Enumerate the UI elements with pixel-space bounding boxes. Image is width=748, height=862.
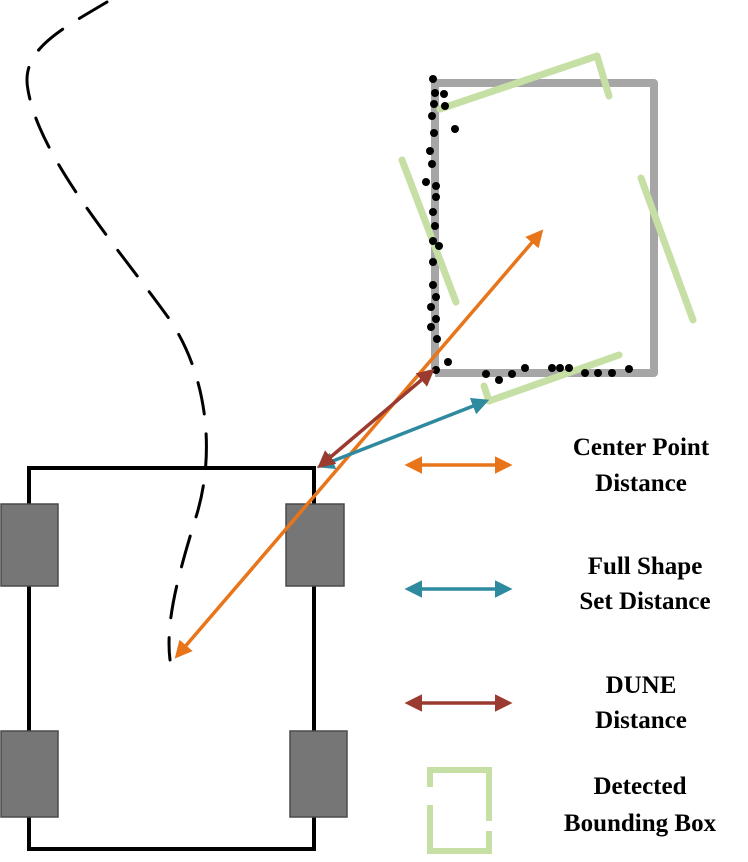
legend-center-point-line2: Distance — [595, 470, 687, 497]
legend: Center Point Distance Full Shape Set Dis… — [404, 434, 717, 854]
legend-center-point-line1: Center Point — [573, 434, 710, 461]
legend-full-shape-line2: Set Distance — [579, 588, 710, 615]
lidar-points — [422, 75, 633, 384]
legend-detected-box-line2: Bounding Box — [564, 810, 717, 837]
wheel-rear-right — [289, 730, 348, 818]
vehicle-body — [27, 466, 316, 851]
legend-full-shape-line1: Full Shape — [588, 553, 703, 580]
ground-truth-box — [431, 79, 658, 377]
dune-distance-arrow — [317, 368, 435, 469]
full-shape-distance-arrow — [316, 397, 490, 470]
legend-dune-line1: DUNE — [606, 672, 677, 699]
legend-dune-line2: Distance — [595, 707, 687, 734]
wheel-rear-left — [0, 730, 59, 818]
legend-detected-box-icon — [427, 767, 492, 854]
legend-detected-box-line1: Detected — [594, 773, 687, 800]
wheel-front-left — [0, 503, 59, 587]
vehicle-wheels — [0, 503, 348, 818]
center-point-distance-arrow — [174, 229, 544, 659]
